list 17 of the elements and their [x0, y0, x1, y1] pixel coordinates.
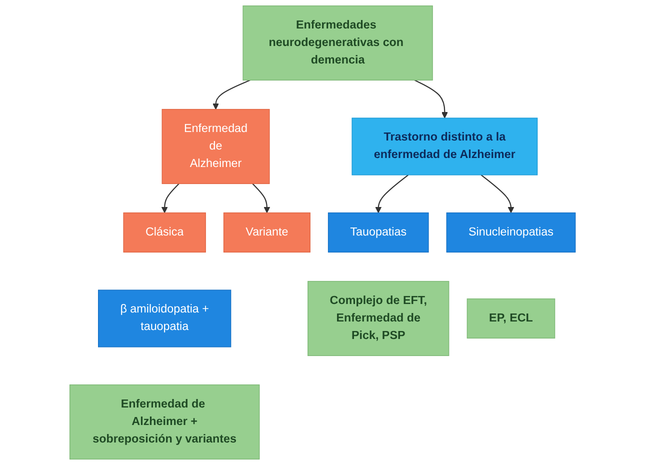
arrow	[212, 80, 250, 110]
node-box: Trastorno distinto a la enfermedad de Alzheimer	[352, 118, 538, 176]
node-box: Enfermedad de Alzheimer	[162, 108, 270, 184]
arrow	[161, 183, 180, 214]
node-box: Complejo de EFT, Enfermedad de Pick, PSP	[307, 280, 450, 356]
arrow	[414, 80, 448, 118]
arrow	[252, 183, 270, 214]
node-box: Sinucleinopatias	[446, 212, 576, 253]
node-box: Clásica	[123, 212, 206, 253]
node-box: EP, ECL	[466, 298, 556, 339]
node-box: Enfermedad de Alzheimer + sobreposición y variantes	[69, 384, 260, 460]
arrow	[375, 174, 409, 214]
node-box: Variante	[223, 212, 310, 253]
node-box: Tauopatias	[328, 212, 429, 253]
node-box: Enfermedades neurodegenerativas con demencia	[242, 5, 433, 81]
node-box: β amiloidopatia + tauopatia	[98, 290, 232, 348]
arrow	[480, 174, 514, 214]
